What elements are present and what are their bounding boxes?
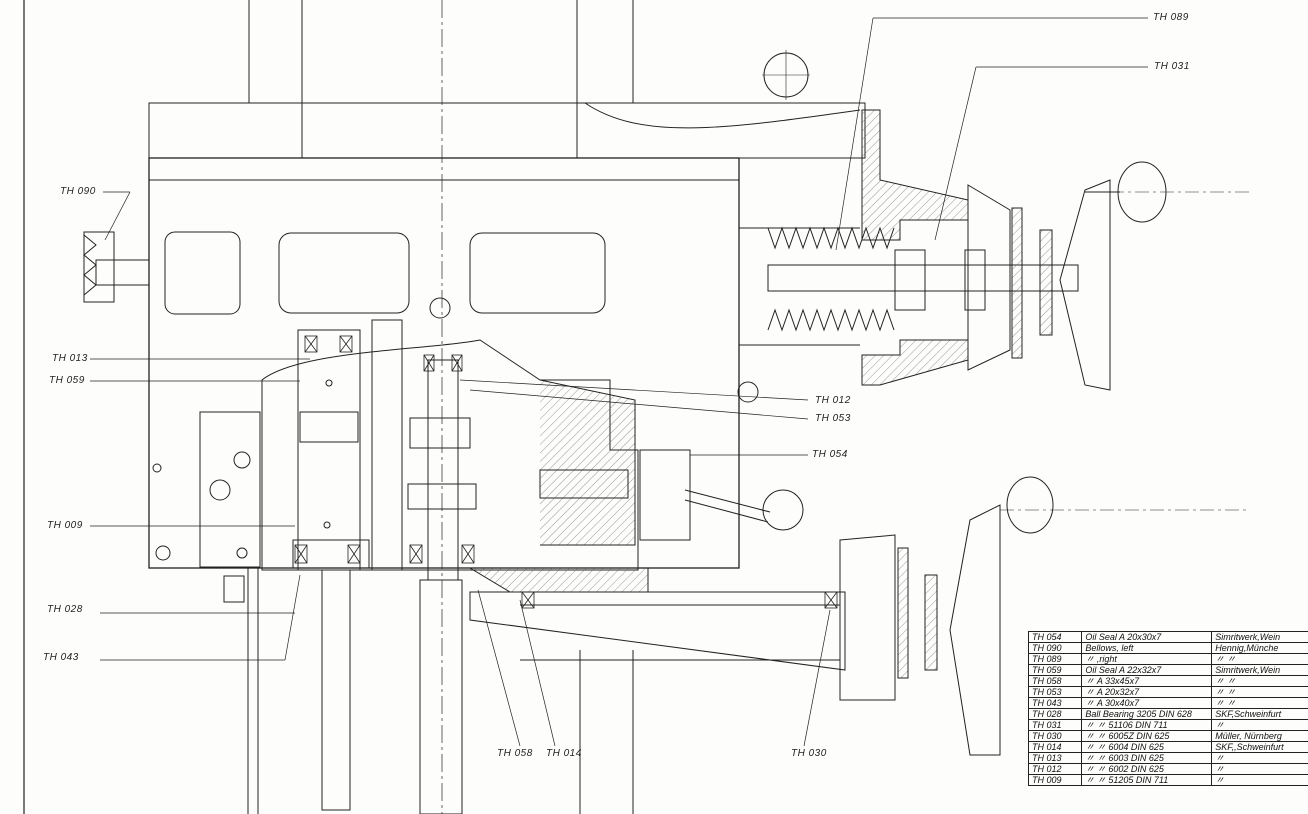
- part-number-cell: TH 059: [1027, 664, 1083, 676]
- parts-row: TH 053〃 A 20x32x7〃 〃: [1027, 686, 1308, 698]
- part-number-cell: TH 028: [1027, 708, 1083, 720]
- part-number-cell: TH 054: [1027, 631, 1083, 643]
- part-description-cell: 〃 〃 6002 DIN 625: [1081, 763, 1213, 775]
- part-description-cell: 〃 〃 6004 DIN 625: [1081, 741, 1213, 753]
- callout-th089: TH 089: [1153, 12, 1189, 23]
- parts-row: TH 043〃 A 30x40x7〃 〃: [1027, 697, 1308, 709]
- part-number-cell: TH 014: [1027, 741, 1083, 753]
- part-number-cell: TH 089: [1027, 653, 1083, 665]
- part-supplier-cell: 〃: [1211, 719, 1308, 731]
- part-number-cell: TH 043: [1027, 697, 1083, 709]
- callout-th013: TH 013: [52, 353, 88, 364]
- part-supplier-cell: 〃: [1211, 763, 1308, 775]
- part-description-cell: Ball Bearing 3205 DIN 628: [1081, 708, 1213, 720]
- part-description-cell: 〃 A 20x32x7: [1081, 686, 1213, 698]
- part-number-cell: TH 009: [1027, 774, 1083, 786]
- part-description-cell: 〃 A 33x45x7: [1081, 675, 1213, 687]
- part-supplier-cell: Müller, Nürnberg: [1211, 730, 1308, 742]
- part-number-cell: TH 053: [1027, 686, 1083, 698]
- callout-th054: TH 054: [812, 449, 848, 460]
- part-description-cell: 〃 〃 51106 DIN 711: [1081, 719, 1213, 731]
- callout-th090: TH 090: [60, 186, 96, 197]
- part-supplier-cell: Simritwerk,Wein: [1211, 631, 1308, 643]
- part-description-cell: 〃 ,right: [1081, 653, 1213, 665]
- callout-th058: TH 058: [497, 748, 533, 759]
- callout-th053: TH 053: [815, 413, 851, 424]
- part-supplier-cell: 〃 〃: [1211, 653, 1308, 665]
- callout-th009: TH 009: [47, 520, 83, 531]
- part-number-cell: TH 031: [1027, 719, 1083, 731]
- parts-row: TH 009〃 〃 51205 DIN 711〃: [1027, 774, 1308, 786]
- part-supplier-cell: 〃 〃: [1211, 675, 1308, 687]
- part-description-cell: Bellows, left: [1081, 642, 1213, 654]
- part-supplier-cell: 〃: [1211, 774, 1308, 786]
- part-supplier-cell: 〃 〃: [1211, 686, 1308, 698]
- part-supplier-cell: Hennig,Münche: [1211, 642, 1308, 654]
- part-number-cell: TH 090: [1027, 642, 1083, 654]
- callout-th043: TH 043: [43, 652, 79, 663]
- part-description-cell: Oil Seal A 22x32x7: [1081, 664, 1213, 676]
- part-supplier-cell: 〃: [1211, 752, 1308, 764]
- part-supplier-cell: Simritwerk,Wein: [1211, 664, 1308, 676]
- parts-row: TH 012〃 〃 6002 DIN 625〃: [1027, 763, 1308, 775]
- parts-row: TH 058〃 A 33x45x7〃 〃: [1027, 675, 1308, 687]
- part-number-cell: TH 058: [1027, 675, 1083, 687]
- part-number-cell: TH 013: [1027, 752, 1083, 764]
- part-number-cell: TH 030: [1027, 730, 1083, 742]
- part-description-cell: Oil Seal A 20x30x7: [1081, 631, 1213, 643]
- parts-row: TH 013〃 〃 6003 DIN 625〃: [1027, 752, 1308, 764]
- part-supplier-cell: SKF,Schweinfurt: [1211, 708, 1308, 720]
- part-number-cell: TH 012: [1027, 763, 1083, 775]
- part-supplier-cell: 〃 〃: [1211, 697, 1308, 709]
- callout-th028: TH 028: [47, 604, 83, 615]
- callout-th012: TH 012: [815, 395, 851, 406]
- part-description-cell: 〃 〃 6003 DIN 625: [1081, 752, 1213, 764]
- callout-th031: TH 031: [1154, 61, 1190, 72]
- part-description-cell: 〃 〃 6005Z DIN 625: [1081, 730, 1213, 742]
- parts-row: TH 089〃 ,right〃 〃: [1027, 653, 1308, 665]
- callout-th059: TH 059: [49, 375, 85, 386]
- callout-th014: TH 014: [546, 748, 582, 759]
- part-description-cell: 〃 〃 51205 DIN 711: [1081, 774, 1213, 786]
- part-supplier-cell: SKF,,Schweinfurt: [1211, 741, 1308, 753]
- part-description-cell: 〃 A 30x40x7: [1081, 697, 1213, 709]
- callout-th030: TH 030: [791, 748, 827, 759]
- parts-row: TH 031〃 〃 51106 DIN 711〃: [1027, 719, 1308, 731]
